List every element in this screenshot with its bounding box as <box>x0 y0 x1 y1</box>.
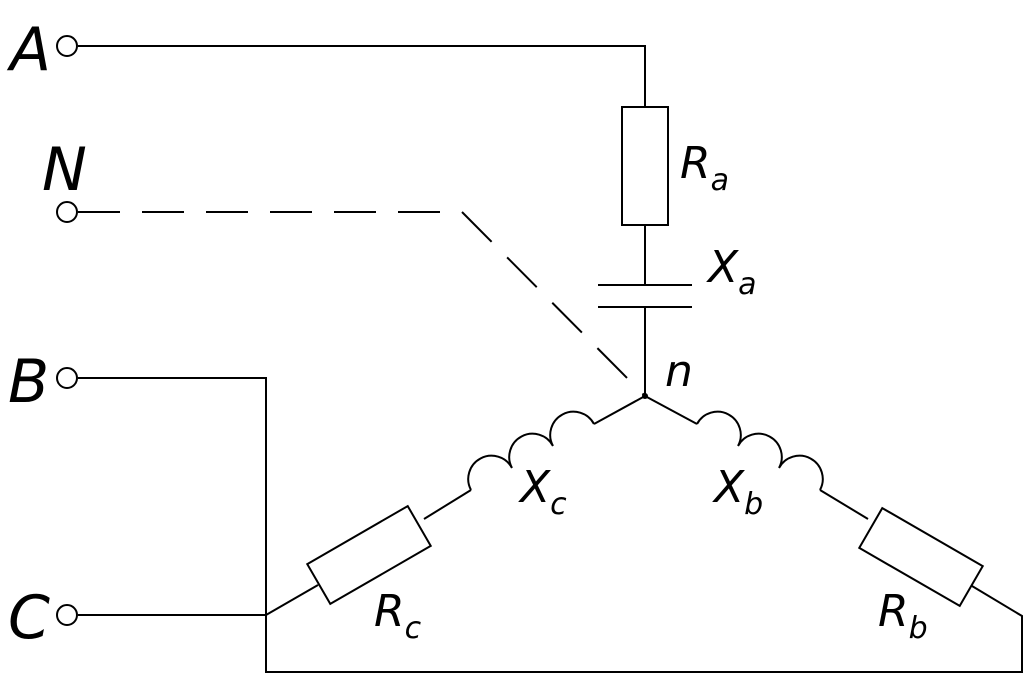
wire-xb-rb <box>819 489 869 520</box>
label-terminal-n: N <box>42 135 87 205</box>
label-rb: Rb <box>878 586 928 646</box>
label-xa: Xa <box>706 242 757 302</box>
wire-xc-rc <box>423 489 472 520</box>
wire-neutral <box>78 211 646 397</box>
resistor-rb <box>857 506 985 608</box>
label-terminal-a: A <box>6 15 51 85</box>
wire-a <box>78 45 646 107</box>
label-neutral-point: n <box>665 346 693 397</box>
wire-b <box>78 377 267 615</box>
wire-node-xb <box>644 395 698 425</box>
inductor-xb <box>696 410 824 491</box>
capacitor-xa <box>598 284 692 308</box>
terminal-n <box>56 201 78 223</box>
label-terminal-c: C <box>8 583 50 653</box>
inductor-xc <box>467 410 595 491</box>
resistor-ra <box>621 106 669 226</box>
terminal-b <box>56 367 78 389</box>
label-ra: Ra <box>680 138 729 198</box>
label-rc: Rc <box>374 586 422 646</box>
label-xb: Xb <box>712 462 763 522</box>
wire-rb-out <box>265 585 1023 673</box>
wire-node-xc <box>593 395 646 425</box>
terminal-c <box>56 604 78 626</box>
label-xc: Xc <box>518 462 567 522</box>
label-terminal-b: B <box>8 347 49 417</box>
terminal-a <box>56 35 78 57</box>
wire-rc-out <box>265 584 319 616</box>
resistor-rc <box>305 504 433 606</box>
